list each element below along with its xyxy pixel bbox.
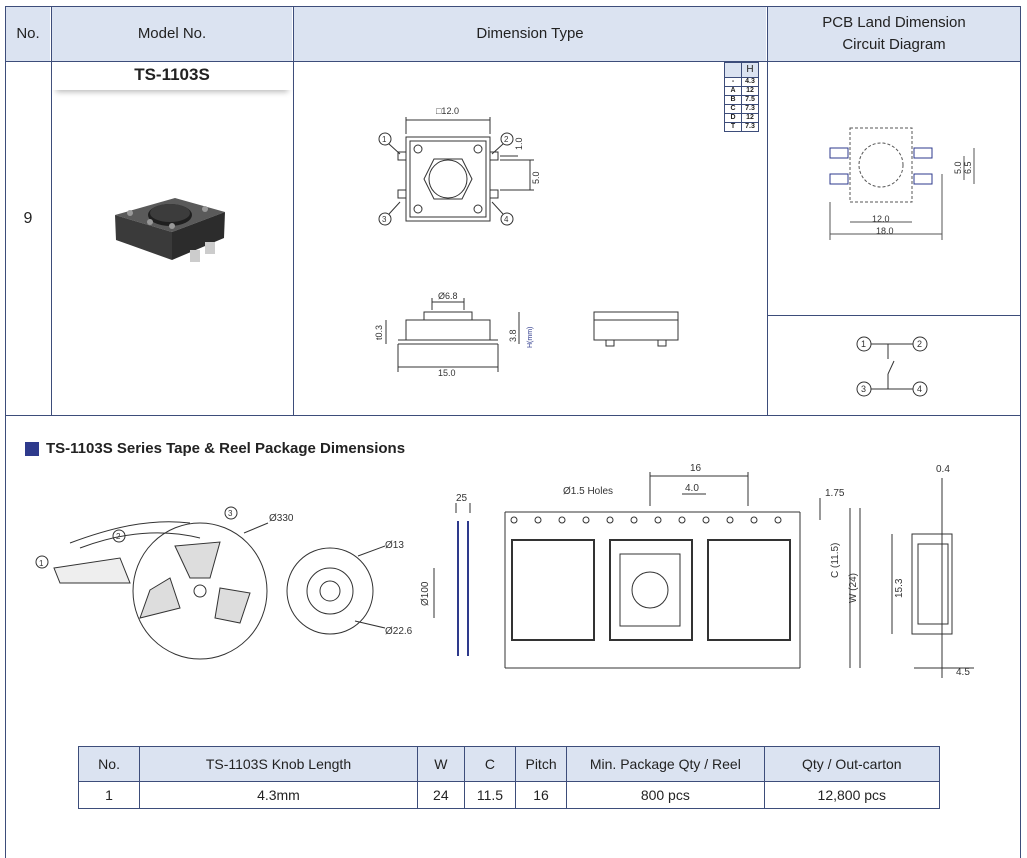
tape-reel-drawing: Ø330 1 2 3 Ø13 Ø22.6 Ø100 25 Ø1.5 Holes … bbox=[35, 463, 974, 678]
svg-text:1: 1 bbox=[39, 559, 44, 568]
svg-text:25: 25 bbox=[456, 493, 468, 504]
grid-pcb-split bbox=[767, 315, 1021, 316]
switch-photo bbox=[115, 198, 225, 262]
pcb-land-drawing: 12.0 18.0 5.0 6.5 bbox=[829, 127, 975, 240]
svg-text:12.0: 12.0 bbox=[872, 214, 890, 224]
svg-text:1.75: 1.75 bbox=[825, 488, 845, 499]
grid-v2 bbox=[293, 6, 294, 416]
svg-text:2: 2 bbox=[116, 532, 121, 541]
svg-text:t0.3: t0.3 bbox=[374, 325, 384, 340]
grid-left bbox=[5, 6, 6, 858]
svg-text:3.8: 3.8 bbox=[508, 329, 518, 342]
table-row: 1 4.3mm 24 11.5 16 800 pcs 12,800 pcs bbox=[77, 781, 941, 809]
svg-text:16: 16 bbox=[690, 463, 702, 474]
svg-text:Ø22.6: Ø22.6 bbox=[385, 626, 413, 637]
circuit-diagram: 1 2 3 4 bbox=[856, 336, 928, 397]
dimension-drawing: □12.0 1.0 5.0 1 2 3 4 Ø6.8 t0.3 3.8 H(mm… bbox=[374, 106, 679, 378]
svg-text:3: 3 bbox=[382, 215, 387, 224]
svg-text:0.4: 0.4 bbox=[936, 464, 950, 475]
grid-row-bottom bbox=[5, 415, 1021, 416]
package-table-header: No. TS-1103S Knob Length W C Pitch Min. … bbox=[77, 746, 941, 782]
svg-text:4.0: 4.0 bbox=[685, 483, 699, 494]
svg-text:Ø6.8: Ø6.8 bbox=[438, 291, 458, 301]
svg-text:1: 1 bbox=[861, 339, 866, 349]
header-no: No. bbox=[6, 7, 50, 61]
svg-text:6.5: 6.5 bbox=[963, 161, 973, 174]
top-view-body bbox=[405, 136, 491, 222]
svg-text:1.0: 1.0 bbox=[514, 137, 524, 150]
grid-header-bottom bbox=[5, 61, 1021, 62]
svg-text:3: 3 bbox=[228, 509, 233, 518]
header-pcb: PCB Land Dimension Circuit Diagram bbox=[768, 7, 1020, 61]
section-title: TS-1103S Series Tape & Reel Package Dime… bbox=[46, 440, 406, 457]
svg-text:15.3: 15.3 bbox=[894, 578, 905, 598]
header-model: Model No. bbox=[52, 7, 292, 61]
svg-text:C (11.5): C (11.5) bbox=[830, 543, 841, 578]
svg-text:2: 2 bbox=[917, 339, 922, 349]
svg-text:2: 2 bbox=[504, 135, 509, 144]
svg-text:H(mm): H(mm) bbox=[527, 327, 534, 348]
svg-text:Ø100: Ø100 bbox=[420, 581, 431, 606]
svg-text:1: 1 bbox=[382, 135, 387, 144]
package-table: No. TS-1103S Knob Length W C Pitch Min. … bbox=[77, 746, 941, 809]
svg-text:18.0: 18.0 bbox=[876, 226, 894, 236]
grid-v1 bbox=[51, 6, 52, 416]
svg-text:5.0: 5.0 bbox=[953, 161, 963, 174]
svg-text:Ø330: Ø330 bbox=[269, 513, 294, 524]
h-table-header: H bbox=[741, 62, 759, 78]
svg-text:Ø13: Ø13 bbox=[385, 540, 404, 551]
svg-text:4: 4 bbox=[917, 384, 922, 394]
header-dimension: Dimension Type bbox=[294, 7, 766, 61]
svg-text:4.5: 4.5 bbox=[956, 667, 970, 678]
grid-right bbox=[1020, 6, 1021, 858]
model-number: TS-1103S bbox=[52, 64, 292, 90]
svg-text:W (24): W (24) bbox=[848, 573, 859, 603]
svg-text:15.0: 15.0 bbox=[438, 368, 456, 378]
grid-v3 bbox=[767, 6, 768, 416]
svg-text:4: 4 bbox=[504, 215, 509, 224]
section-marker bbox=[25, 442, 39, 456]
svg-text:□12.0: □12.0 bbox=[436, 106, 459, 116]
svg-text:5.0: 5.0 bbox=[531, 171, 541, 184]
svg-text:Ø1.5 Holes: Ø1.5 Holes bbox=[563, 486, 613, 497]
svg-text:3: 3 bbox=[861, 384, 866, 394]
row-number: 9 bbox=[23, 210, 33, 227]
grid-top bbox=[5, 6, 1021, 7]
